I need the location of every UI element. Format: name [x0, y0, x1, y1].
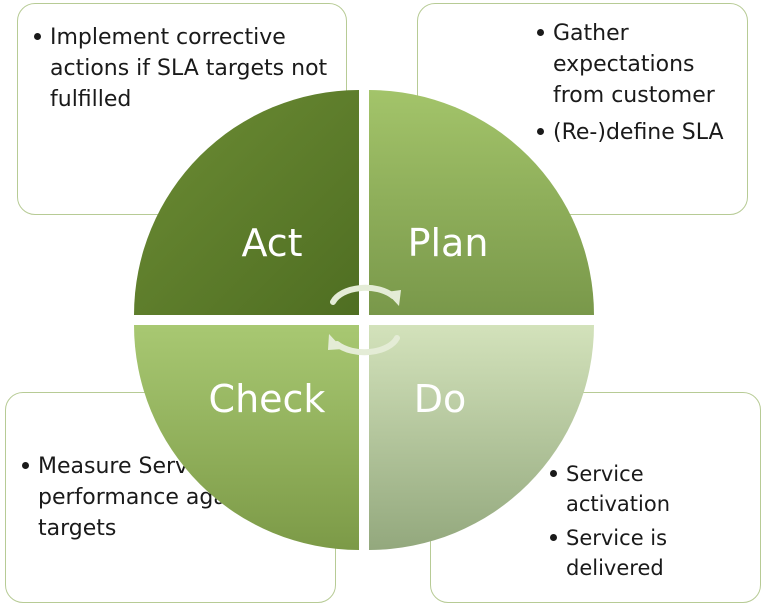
act-label: Act [241, 221, 302, 265]
plan-note-item: (Re-)define SLA [535, 117, 737, 148]
act-note-item: Implement corrective actions if SLA targ… [32, 22, 332, 115]
do-quadrant [369, 325, 594, 550]
do-label: Do [414, 377, 467, 421]
plan-quadrant [369, 90, 594, 315]
plan-label: Plan [408, 221, 489, 265]
check-label: Check [209, 377, 326, 421]
do-note-list: Service activation Service is delivered [548, 459, 750, 583]
do-note-item: Service activation [548, 459, 750, 519]
act-quadrant [134, 90, 359, 315]
do-note-item: Service is delivered [548, 523, 750, 583]
plan-note-list: Gather expectations from customer (Re-)d… [535, 18, 737, 148]
cycle-arrows-icon [328, 284, 401, 356]
plan-note-item: Gather expectations from customer [535, 18, 737, 111]
act-note-list: Implement corrective actions if SLA targ… [32, 22, 332, 115]
check-quadrant [134, 325, 359, 550]
